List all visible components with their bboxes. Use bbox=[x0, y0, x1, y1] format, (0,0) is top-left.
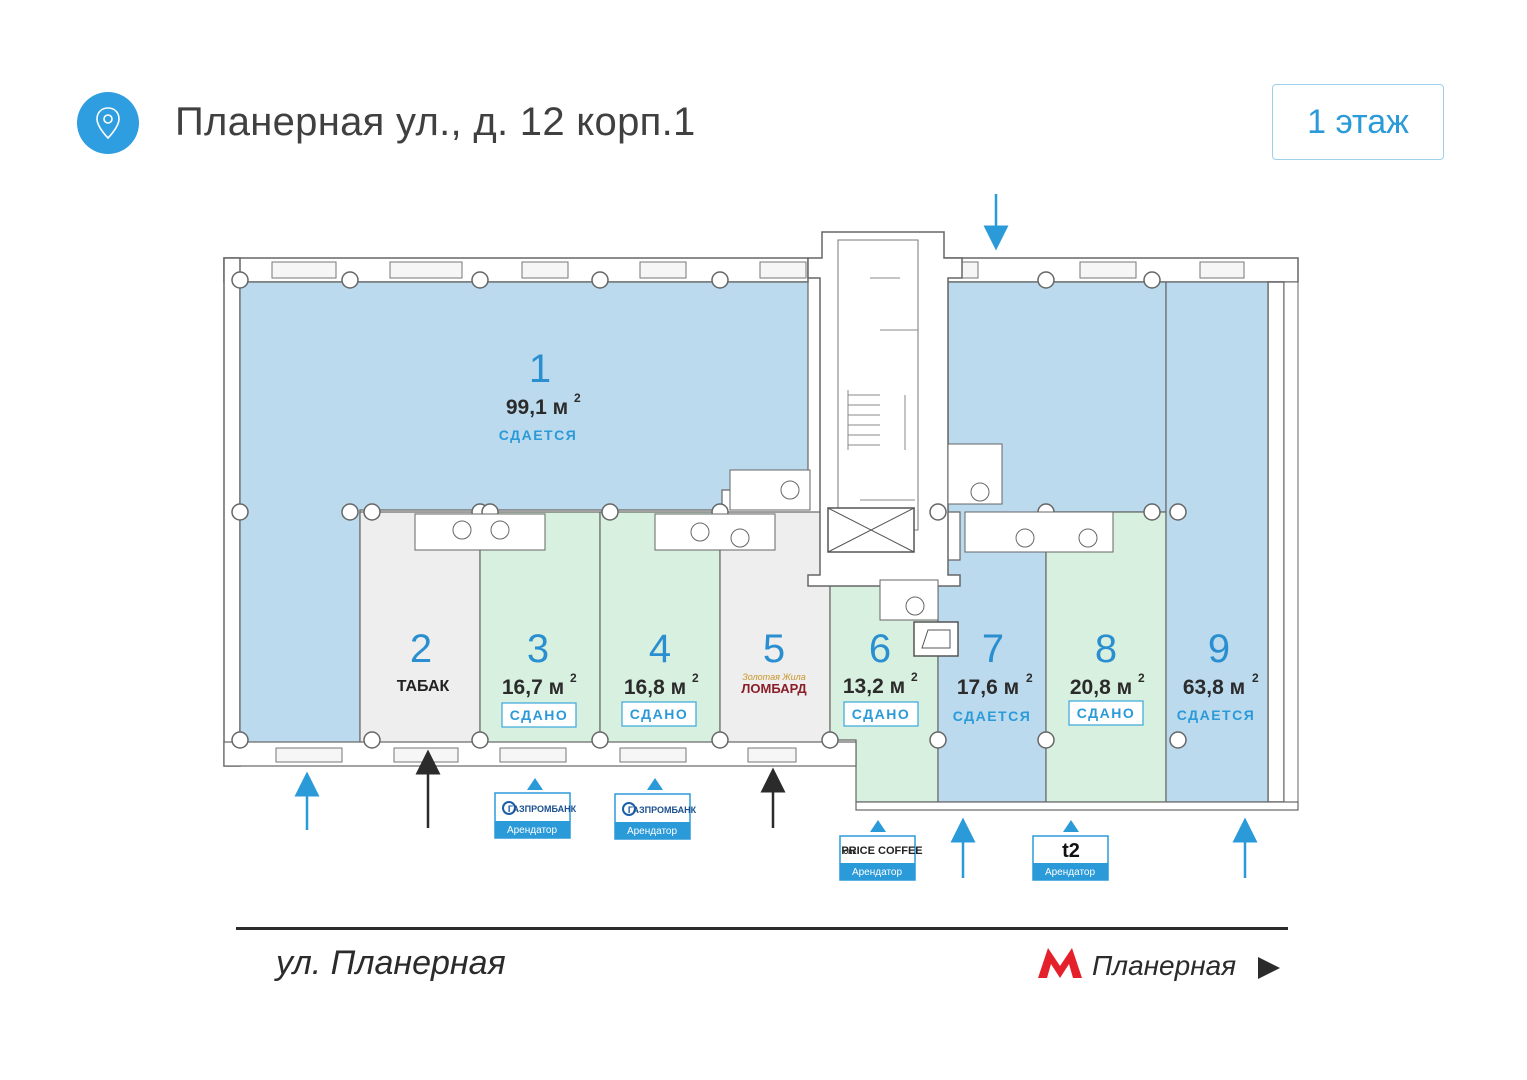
area-unit-sup: 2 bbox=[911, 670, 918, 684]
status-badge bbox=[1068, 700, 1144, 726]
area-unit-sup: 2 bbox=[1252, 671, 1259, 685]
page-title: Планерная ул., д. 12 корп.1 bbox=[175, 100, 696, 144]
tenant-tag-one-price-coffee: ONE PRICE COFFEE Арендатор bbox=[839, 835, 923, 881]
unit-area: 63,8 м bbox=[1183, 676, 1245, 699]
unit-number: 9 bbox=[1208, 627, 1230, 671]
unit-5-area bbox=[719, 511, 831, 753]
tenant-tag-caption: Арендатор bbox=[1045, 867, 1096, 878]
direction-arrow-icon bbox=[1258, 957, 1280, 979]
street-line bbox=[236, 927, 1288, 930]
unit-number: 4 bbox=[649, 627, 671, 671]
unit-8-label[interactable]: 8 20,8 м 2 СДАНО bbox=[1068, 627, 1145, 726]
tenant-logo-text: ГАЗПРОМБАНК bbox=[628, 805, 697, 815]
tenant-brand: Золотая Жила bbox=[742, 672, 805, 682]
unit-6-label[interactable]: 6 13,2 м 2 СДАНО bbox=[843, 627, 919, 727]
unit-9-label[interactable]: 9 63,8 м 2 СДАЕТСЯ bbox=[1177, 627, 1259, 723]
unit-2-label[interactable]: 2 ТАБАК bbox=[397, 627, 450, 695]
unit-area: 17,6 м bbox=[957, 676, 1019, 699]
unit-number: 7 bbox=[982, 627, 1004, 671]
tenant-logo-text: PRICE COFFEE bbox=[841, 845, 922, 857]
unit-status: СДАНО bbox=[1077, 705, 1136, 721]
unit-9-area bbox=[1165, 281, 1269, 803]
unit-area: 16,7 м bbox=[502, 676, 564, 699]
unit-status: СДАЕТСЯ bbox=[1177, 707, 1256, 723]
unit-tenant: ТАБАК bbox=[397, 678, 450, 695]
tenant-tag-marker bbox=[870, 820, 886, 832]
metro-m-icon bbox=[1038, 947, 1082, 984]
floor-label: 1 этаж bbox=[1307, 102, 1409, 141]
status-badge bbox=[621, 701, 697, 727]
tenant-tag-caption: Арендатор bbox=[852, 867, 903, 878]
unit-status: СДАНО bbox=[510, 707, 569, 723]
unit-5-label[interactable]: 5 Золотая Жила ЛОМБАРД bbox=[741, 627, 807, 696]
area-unit-sup: 2 bbox=[1138, 671, 1145, 685]
unit-number: 3 bbox=[527, 627, 549, 671]
unit-3-label[interactable]: 3 16,7 м 2 СДАНО bbox=[501, 627, 577, 728]
metro-station-name: Планерная bbox=[1092, 950, 1237, 981]
tenant-logo-prefix: ONE bbox=[843, 850, 856, 856]
unit-area: 20,8 м bbox=[1070, 676, 1132, 699]
street-name: ул. Планерная bbox=[276, 944, 506, 982]
status-badge bbox=[501, 702, 577, 728]
unit-2-area bbox=[359, 511, 481, 753]
status-badge bbox=[843, 701, 919, 727]
tenant-tag-gazprombank-2: ГАЗПРОМБАНК Арендатор bbox=[614, 793, 697, 840]
unit-number: 6 bbox=[869, 627, 891, 671]
unit-tenant: ЛОМБАРД bbox=[741, 681, 807, 696]
unit-area: 99,1 м bbox=[506, 396, 568, 419]
area-unit-sup: 2 bbox=[574, 391, 581, 405]
unit-1-label[interactable]: 1 99,1 м 2 СДАЕТСЯ bbox=[499, 347, 581, 443]
tenant-tag-caption: Арендатор bbox=[507, 825, 558, 836]
area-unit-sup: 2 bbox=[1026, 671, 1033, 685]
tenant-tag-gazprombank-1: ГАЗПРОМБАНК Арендатор bbox=[494, 792, 577, 839]
unit-number: 2 bbox=[410, 627, 432, 671]
unit-status: СДАНО bbox=[852, 706, 911, 722]
unit-area: 13,2 м bbox=[843, 675, 905, 698]
unit-status: СДАЕТСЯ bbox=[499, 427, 578, 443]
area-unit-sup: 2 bbox=[692, 671, 699, 685]
unit-status: СДАЕТСЯ bbox=[953, 708, 1032, 724]
unit-8-area bbox=[1045, 511, 1167, 803]
unit-area: 16,8 м bbox=[624, 676, 686, 699]
unit-status: СДАНО bbox=[630, 706, 689, 722]
tenant-tag-marker bbox=[527, 778, 543, 790]
tenant-logo-text: ГАЗПРОМБАНК bbox=[508, 804, 577, 814]
floor-selector-button[interactable]: 1 этаж bbox=[1272, 84, 1444, 160]
unit-number: 8 bbox=[1095, 627, 1117, 671]
tenant-tag-caption: Арендатор bbox=[627, 826, 678, 837]
tenant-tag-t2: t2 Арендатор bbox=[1032, 835, 1109, 881]
tenant-logo-text: t2 bbox=[1062, 840, 1080, 862]
unit-number: 1 bbox=[529, 347, 551, 391]
unit-4-label[interactable]: 4 16,8 м 2 СДАНО bbox=[621, 627, 699, 727]
area-unit-sup: 2 bbox=[570, 671, 577, 685]
tenant-tag-marker bbox=[647, 778, 663, 790]
location-pin-icon bbox=[77, 92, 139, 154]
unit-number: 5 bbox=[763, 627, 785, 671]
tenant-tag-marker bbox=[1063, 820, 1079, 832]
unit-7-label[interactable]: 7 17,6 м 2 СДАЕТСЯ bbox=[953, 627, 1033, 724]
